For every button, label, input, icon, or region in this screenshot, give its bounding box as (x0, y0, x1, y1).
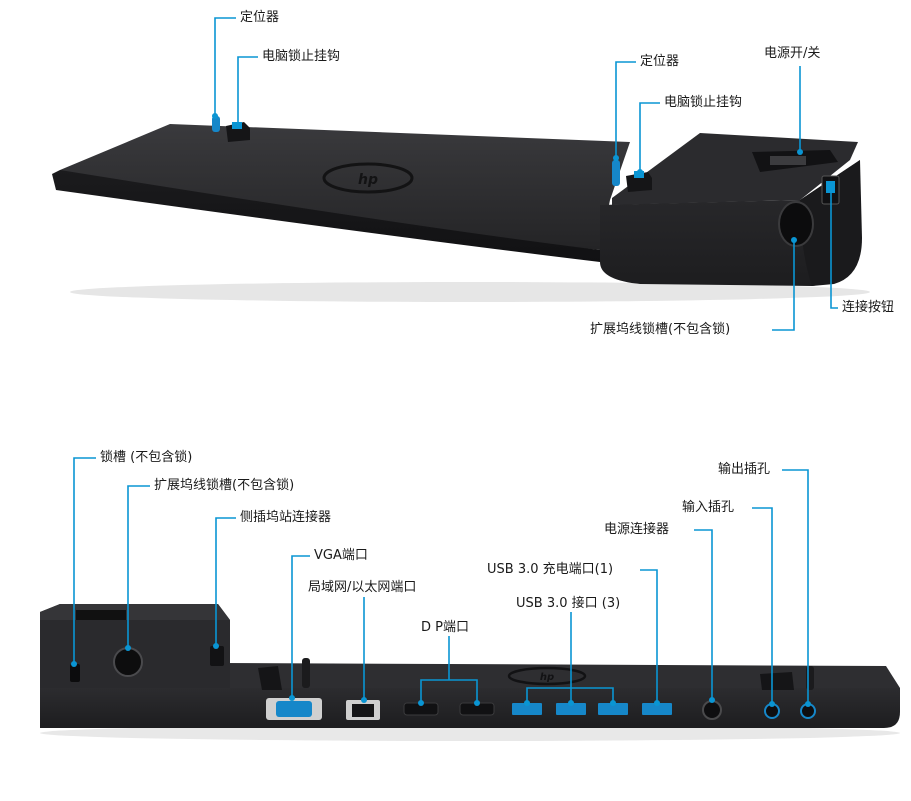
callout-usb-charging (640, 569, 658, 703)
callout-expansion-lock-slot (127, 485, 150, 648)
label-power-connector: 电源连接器 (604, 522, 670, 537)
hp-logo-text-top: hp (358, 172, 378, 188)
rear-block-top (40, 604, 230, 620)
usb-port-2 (556, 703, 586, 715)
rear-side-dock-connector (210, 646, 224, 666)
label-dp-port: D P端口 (421, 620, 469, 635)
label-expansion-lock-slot-rear: 扩展坞线锁槽(不包含锁) (154, 478, 295, 493)
rear-base-top (220, 663, 900, 688)
callout-locator-left (214, 17, 236, 116)
label-usb-charging-port: USB 3.0 充电端口(1) (487, 562, 614, 577)
dock-base-top (60, 124, 630, 250)
rear-view-dock: hp (40, 604, 900, 741)
connect-button-marker (826, 181, 835, 193)
callout-lock-hook-left (237, 56, 258, 126)
rear-shadow (40, 725, 900, 741)
label-lock-hook-left: 电脑锁止挂钩 (262, 49, 341, 64)
callout-lock-hook-right (639, 102, 660, 172)
rear-locator-left (302, 658, 310, 688)
label-power-switch: 电源开/关 (764, 46, 821, 61)
label-locator-left: 定位器 (240, 10, 280, 25)
label-locator-right: 定位器 (640, 54, 680, 69)
usb-port-3 (598, 703, 628, 715)
dock-shadow (70, 282, 870, 302)
rear-block (40, 604, 230, 688)
callout-expansion-slot-top (772, 240, 795, 331)
label-audio-out: 输出插孔 (718, 462, 771, 477)
callout-vga (291, 555, 310, 698)
usb-charging-port (642, 703, 672, 715)
usb-port-1 (512, 703, 542, 715)
rear-power-switch (76, 610, 126, 620)
rear-callout-dots (71, 643, 811, 707)
rear-callouts (73, 457, 809, 704)
top-callouts (214, 17, 838, 331)
rear-expansion-lock-slot (113, 647, 143, 677)
top-callout-dots (212, 113, 834, 243)
power-connector (702, 700, 722, 720)
dock-block-face (600, 160, 860, 286)
callout-lock-slot (73, 457, 96, 664)
label-expansion-lock-slot-top: 扩展坞线锁槽(不包含锁) (590, 322, 731, 337)
locator-left (212, 116, 220, 132)
callout-audio-out (782, 469, 809, 704)
label-usb-ports: USB 3.0 接口 (3) (516, 596, 621, 611)
callout-locator-right (615, 61, 636, 158)
label-lan-port: 局域网/以太网端口 (308, 580, 417, 595)
rear-lock-slot (70, 664, 80, 682)
expansion-lock-slot (778, 201, 814, 247)
lan-port-socket (352, 704, 374, 717)
hp-logo-rear (507, 666, 587, 686)
dock-base-edge (52, 170, 600, 262)
callout-connect-button (830, 190, 838, 309)
callout-audio-in (752, 507, 773, 704)
locator-right (612, 160, 620, 186)
callout-power-connector (694, 529, 713, 700)
label-lock-slot: 锁槽 (不包含锁) (100, 450, 193, 465)
label-connect-button: 连接按钮 (842, 300, 895, 315)
callout-side-dock-connector (215, 517, 236, 646)
top-view-dock: hp (52, 116, 870, 302)
label-lock-hook-right: 电脑锁止挂钩 (664, 95, 743, 110)
rear-hook-right (760, 672, 794, 690)
power-switch (770, 156, 806, 165)
callout-usb-bracket (526, 687, 614, 703)
label-audio-in: 输入插孔 (682, 500, 735, 515)
label-side-dock-connector: 侧插坞站连接器 (240, 510, 332, 525)
hp-logo-top (322, 162, 414, 194)
lock-hook-right (626, 172, 652, 192)
vga-port-socket (276, 701, 312, 717)
hp-logo-text-rear: hp (540, 672, 554, 683)
rear-hook-left (258, 666, 282, 690)
label-vga-port: VGA端口 (314, 548, 368, 563)
